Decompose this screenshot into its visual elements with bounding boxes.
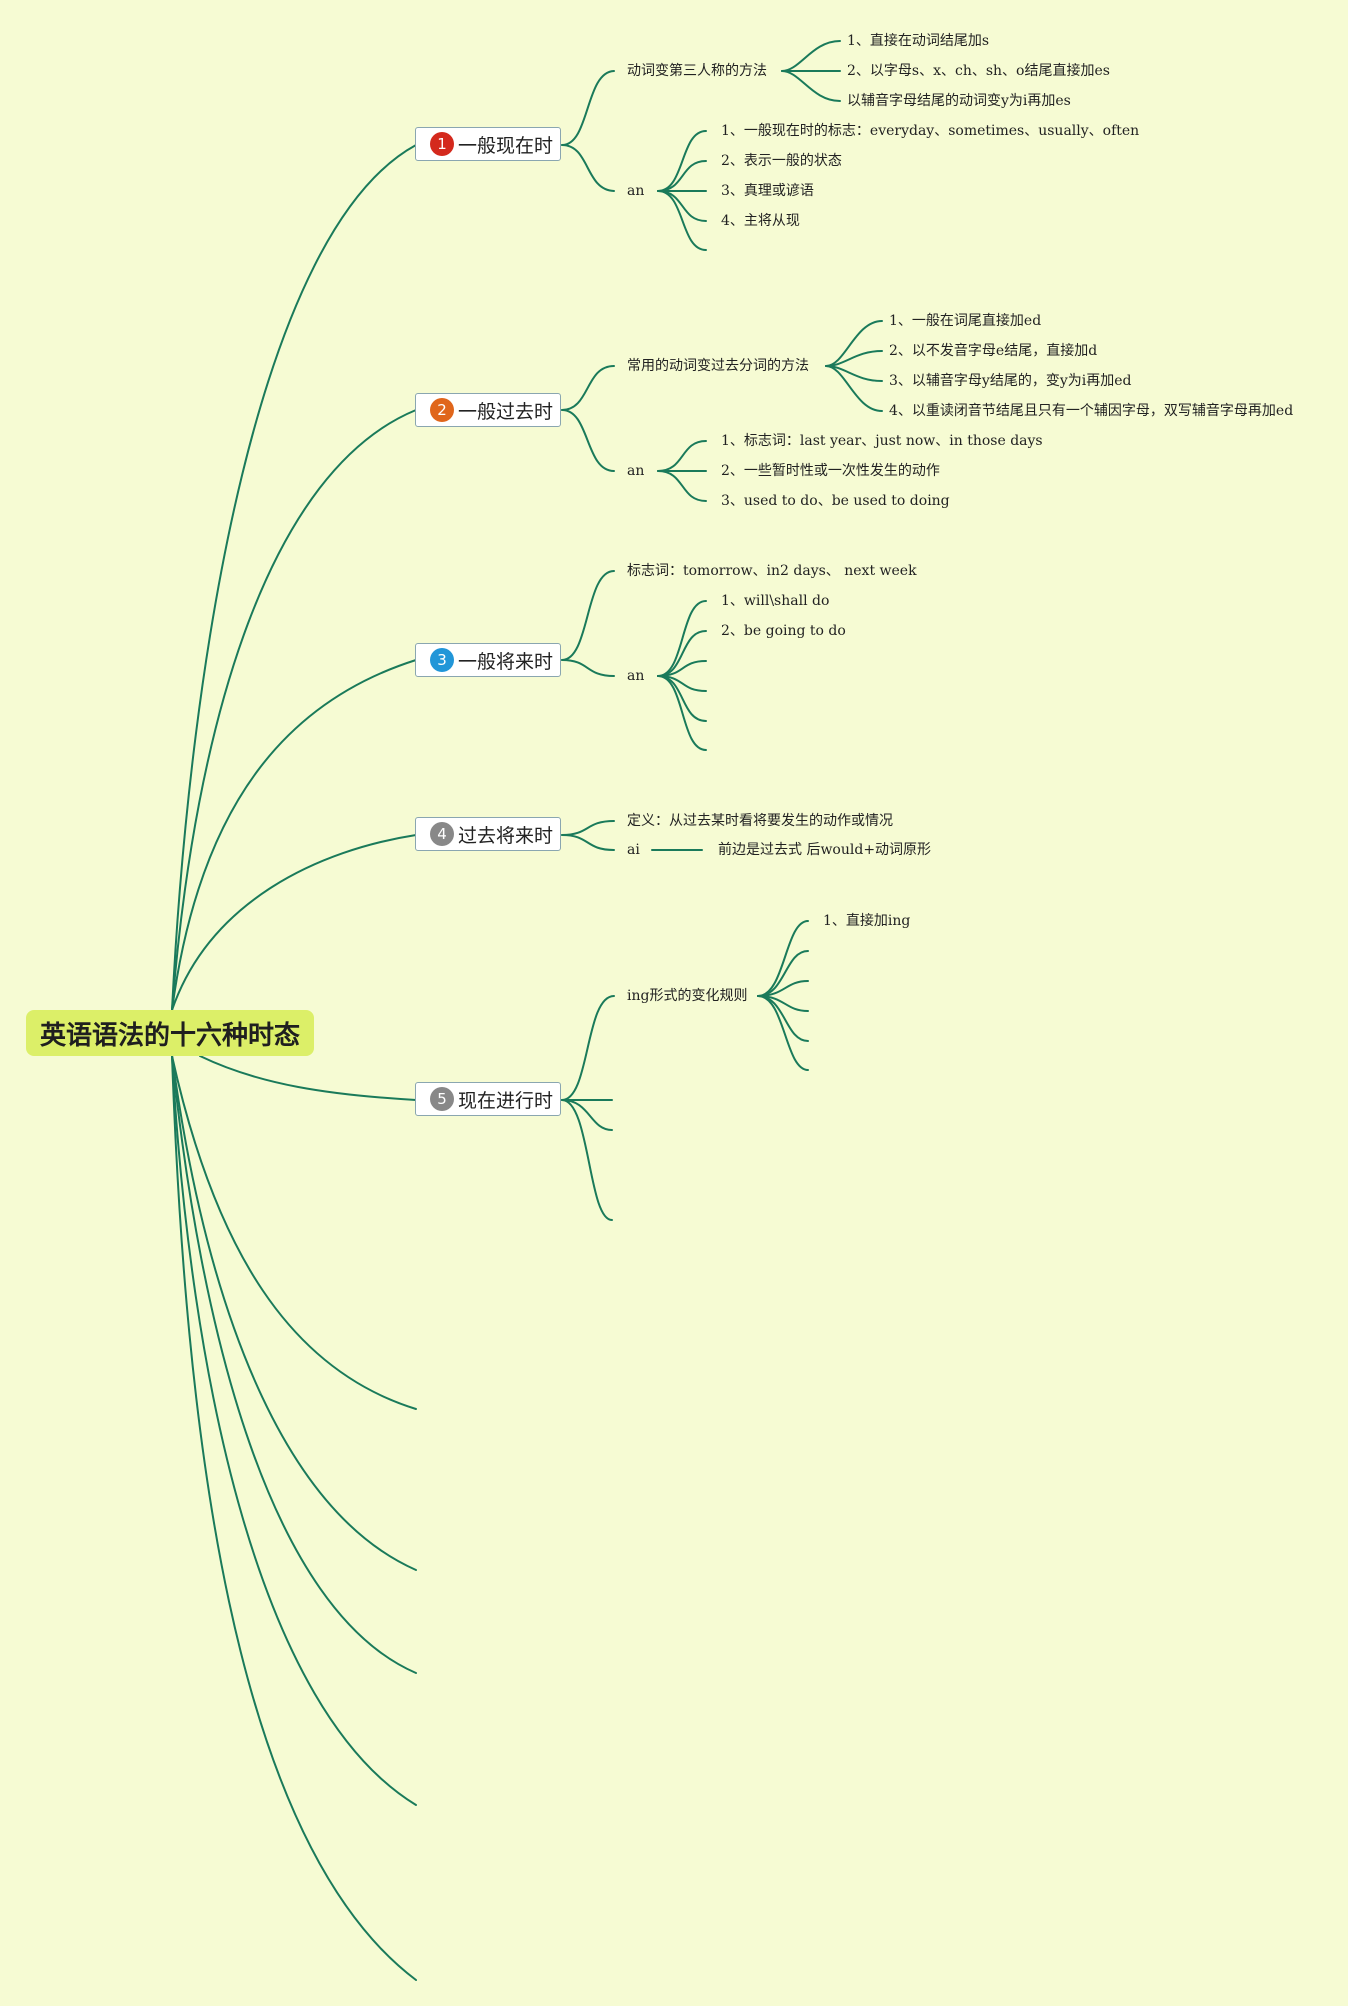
t2-method-item-3[interactable]: 3、以辅音字母y结尾的，变y为i再加ed bbox=[889, 373, 1132, 389]
topic-label: 现在进行时 bbox=[458, 1089, 554, 1112]
topic-past-future[interactable]: 4 过去将来时 bbox=[415, 817, 561, 851]
t2-method-item-2[interactable]: 2、以不发音字母e结尾，直接加d bbox=[889, 343, 1098, 359]
topic-label: 一般现在时 bbox=[458, 134, 554, 157]
root-label: 英语语法的十六种时态 bbox=[39, 1020, 300, 1051]
badge-4: 4 bbox=[430, 822, 454, 846]
t1-method-node[interactable]: 动词变第三人称的方法 bbox=[627, 63, 767, 79]
topic-simple-present[interactable]: 1 一般现在时 bbox=[415, 127, 561, 161]
t3-an-item-2[interactable]: 2、be going to do bbox=[721, 623, 846, 639]
t1-method-item-3[interactable]: 以辅音字母结尾的动词变y为i再加es bbox=[847, 93, 1071, 109]
t1-an-item-3[interactable]: 3、真理或谚语 bbox=[721, 183, 814, 199]
t5-rule-item-1[interactable]: 1、直接加ing bbox=[823, 913, 911, 929]
t2-method-item-4[interactable]: 4、以重读闭音节结尾且只有一个辅因字母，双写辅音字母再加ed bbox=[889, 403, 1294, 419]
t3-an-item-1[interactable]: 1、will\shall do bbox=[721, 593, 830, 609]
t2-method-node[interactable]: 常用的动词变过去分词的方法 bbox=[627, 358, 809, 374]
t4-definition-node[interactable]: 定义：从过去某时看将要发生的动作或情况 bbox=[627, 813, 893, 829]
badge-1: 1 bbox=[430, 132, 454, 156]
t1-method-item-1[interactable]: 1、直接在动词结尾加s bbox=[847, 33, 990, 49]
t1-an-item-4[interactable]: 4、主将从现 bbox=[721, 213, 800, 229]
t1-an-item-2[interactable]: 2、表示一般的状态 bbox=[721, 153, 842, 169]
topic-label: 过去将来时 bbox=[458, 824, 554, 847]
t2-an-item-3[interactable]: 3、used to do、be used to doing bbox=[721, 493, 950, 509]
t4-ai-node[interactable]: ai bbox=[627, 842, 640, 858]
topic-simple-future[interactable]: 3 一般将来时 bbox=[415, 643, 561, 677]
t3-sign-node[interactable]: 标志词：tomorrow、in2 days、 next week bbox=[627, 563, 917, 579]
t2-an-item-1[interactable]: 1、标志词：last year、just now、in those days bbox=[721, 433, 1043, 449]
t4-ai-item-1[interactable]: 前边是过去式 后would+动词原形 bbox=[718, 842, 932, 858]
t1-method-item-2[interactable]: 2、以字母s、x、ch、sh、o结尾直接加es bbox=[847, 63, 1110, 79]
t3-an-node[interactable]: an bbox=[627, 668, 645, 684]
root-topic[interactable]: 英语语法的十六种时态 bbox=[26, 1010, 314, 1056]
t5-rule-node[interactable]: ing形式的变化规则 bbox=[627, 988, 748, 1004]
topic-simple-past[interactable]: 2 一般过去时 bbox=[415, 393, 561, 427]
t1-an-item-1[interactable]: 1、一般现在时的标志：everyday、sometimes、usually、of… bbox=[721, 123, 1140, 139]
topic-label: 一般将来时 bbox=[458, 650, 554, 673]
badge-5: 5 bbox=[430, 1087, 454, 1111]
badge-2: 2 bbox=[430, 398, 454, 422]
t2-an-node[interactable]: an bbox=[627, 463, 645, 479]
t2-an-item-2[interactable]: 2、一些暂时性或一次性发生的动作 bbox=[721, 463, 940, 479]
t1-an-node[interactable]: an bbox=[627, 183, 645, 199]
t2-method-item-1[interactable]: 1、一般在词尾直接加ed bbox=[889, 313, 1042, 329]
topic-label: 一般过去时 bbox=[458, 400, 554, 423]
badge-3: 3 bbox=[430, 648, 454, 672]
topic-present-continuous[interactable]: 5 现在进行时 bbox=[415, 1082, 561, 1116]
